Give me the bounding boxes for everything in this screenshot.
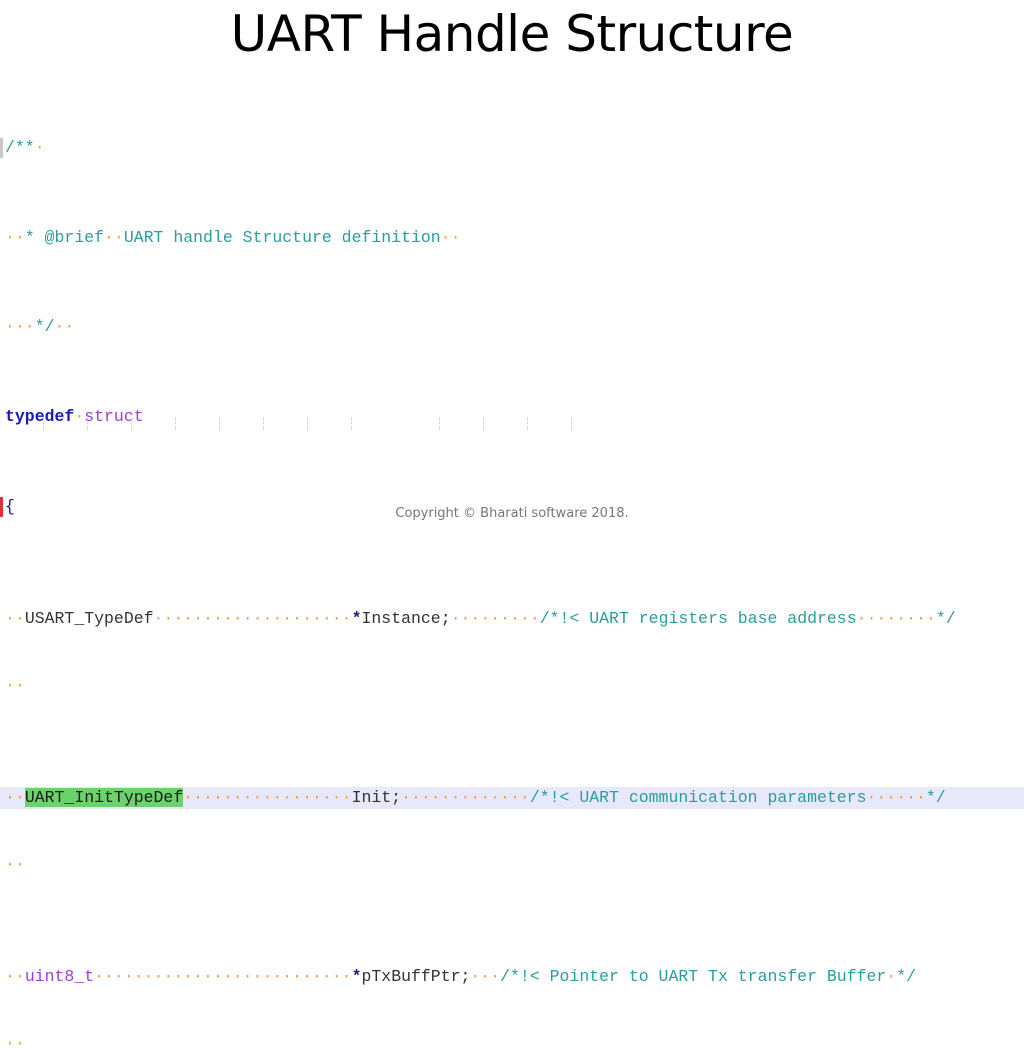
code-line-typedef: typedef·struct bbox=[5, 407, 144, 427]
open-brace: { bbox=[5, 496, 15, 516]
code-line-doc-close: ···*/·· bbox=[5, 317, 75, 337]
member-comment: /*!< UART registers base address bbox=[539, 608, 857, 628]
indent-guides bbox=[0, 418, 1024, 430]
fold-marker[interactable] bbox=[0, 496, 3, 517]
member-comment: /*!< Pointer to UART Tx transfer Buffer bbox=[500, 967, 887, 987]
member-name: Instance; bbox=[361, 608, 451, 628]
blank-line: ·· bbox=[5, 675, 25, 695]
doc-comment-open: /** bbox=[5, 138, 35, 158]
struct-keyword: struct bbox=[84, 407, 144, 427]
member-type: USART_TypeDef bbox=[24, 608, 154, 628]
member-name: pTxBuffPtr; bbox=[361, 967, 471, 987]
doc-comment-close: */ bbox=[34, 317, 55, 337]
member-row-init: ··UART_InitTypeDef·················Init;… bbox=[0, 786, 1024, 810]
member-type: uint8_t bbox=[24, 967, 95, 987]
code-editor[interactable]: /**· ··* @brief··UART handle Structure d… bbox=[0, 70, 1024, 1054]
member-row-instance: ··USART_TypeDef····················*Inst… bbox=[5, 608, 956, 628]
copyright-footer: Copyright © Bharati software 2018. bbox=[395, 506, 629, 521]
code-line-brief: ··* @brief··UART handle Structure defini… bbox=[5, 227, 461, 247]
code-line-open-brace: { bbox=[0, 496, 1024, 518]
selected-type[interactable]: UART_InitTypeDef bbox=[24, 787, 184, 807]
brief-text: UART handle Structure definition bbox=[123, 227, 441, 247]
member-name: Init; bbox=[351, 787, 402, 807]
member-row-ptxbuffptr: ··uint8_t··························*pTxB… bbox=[5, 967, 917, 987]
fold-marker[interactable] bbox=[0, 138, 3, 159]
typedef-keyword: typedef bbox=[5, 407, 75, 427]
blank-line: ·· bbox=[5, 855, 25, 875]
slide-title: UART Handle Structure bbox=[230, 5, 794, 63]
brief-tag: * @brief bbox=[24, 227, 105, 247]
blank-line: ·· bbox=[5, 1034, 25, 1054]
member-comment: /*!< UART communication parameters bbox=[529, 787, 867, 807]
code-line-doc-open: /**· bbox=[0, 137, 1024, 159]
